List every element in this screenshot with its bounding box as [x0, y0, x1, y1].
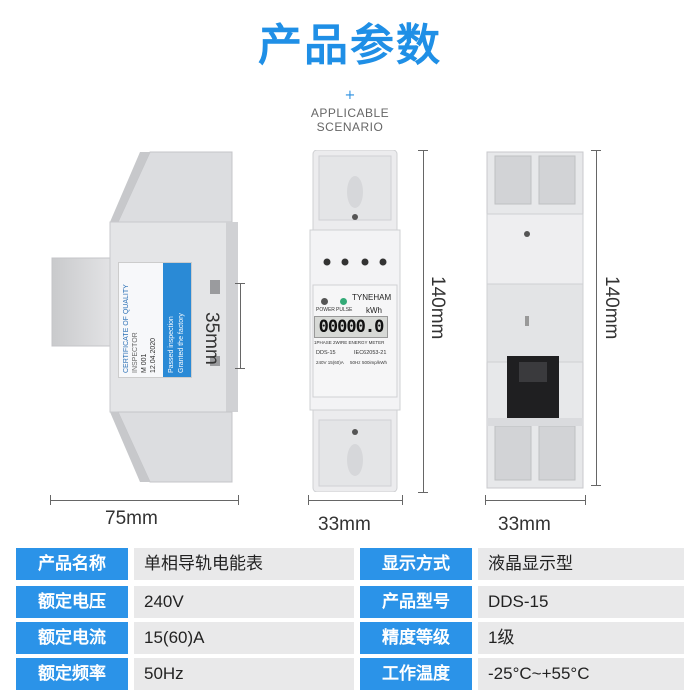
pulse-led-icon	[340, 298, 347, 305]
label-inspector: INSPECTOR	[132, 332, 139, 373]
side-width-tick-left	[50, 495, 51, 505]
back-width-line	[485, 500, 585, 501]
spec-value: 液晶显示型	[478, 548, 684, 580]
meter-model: DDS-15	[316, 350, 336, 356]
spec-value: 单相导轨电能表	[134, 548, 354, 580]
spec-value: 240V	[134, 586, 354, 618]
spec-key: 额定电流	[16, 622, 128, 654]
lcd-reading: 00000.0	[318, 317, 385, 337]
plus-icon: +	[344, 88, 356, 103]
side-depth-label: 35mm	[201, 312, 222, 365]
spec-value: 1级	[478, 622, 684, 654]
quality-label: CERTIFICATE OF QUALITY INSPECTOR M 001 1…	[118, 262, 192, 378]
spec-row: 产品名称 单相导轨电能表 显示方式 液晶显示型	[16, 548, 684, 580]
meter-constant: 500imp/kWh	[362, 360, 388, 365]
spec-value: 50Hz	[134, 658, 354, 690]
meter-unit: kWh	[366, 306, 382, 315]
label-passed: Passed inspection	[168, 316, 175, 373]
spec-value: 15(60)A	[134, 622, 354, 654]
front-height-label: 140mm	[427, 276, 448, 340]
label-code: M 001	[141, 353, 148, 373]
spec-row: 额定频率 50Hz 工作温度 -25°C~+55°C	[16, 658, 684, 690]
meter-standard: IEC62053-21	[354, 350, 387, 356]
back-width-label: 33mm	[498, 514, 551, 535]
spec-key: 额定电压	[16, 586, 128, 618]
back-height-line	[596, 150, 597, 485]
spec-key: 额定频率	[16, 658, 128, 690]
side-depth-line	[240, 283, 241, 368]
subtitle-line-2: SCENARIO	[316, 120, 384, 134]
front-height-tick-top	[418, 150, 428, 151]
subtitle: APPLICABLE SCENARIO	[250, 106, 450, 134]
back-height-label: 140mm	[601, 276, 622, 340]
side-depth-tick-top	[235, 283, 245, 284]
spec-value: -25°C~+55°C	[478, 658, 684, 690]
front-width-label: 33mm	[318, 514, 371, 535]
front-width-tick-left	[308, 495, 309, 505]
side-width-tick-right	[238, 495, 239, 505]
spec-row: 额定电流 15(60)A 精度等级 1级	[16, 622, 684, 654]
label-granted: Granted the factory	[178, 313, 185, 373]
back-height-tick-bottom	[591, 485, 601, 486]
spec-row: 额定电压 240V 产品型号 DDS-15	[16, 586, 684, 618]
subtitle-line-1: APPLICABLE	[310, 106, 390, 120]
spec-key: 工作温度	[360, 658, 472, 690]
front-width-line	[308, 500, 402, 501]
label-title: CERTIFICATE OF QUALITY	[123, 284, 130, 373]
spec-key: 精度等级	[360, 622, 472, 654]
front-height-line	[423, 150, 424, 492]
front-height-tick-bottom	[418, 492, 428, 493]
meter-type-text: 1PHASE 2WIRE ENERGY METER	[314, 340, 385, 345]
spec-value: DDS-15	[478, 586, 684, 618]
meter-frequency: 50Hz	[350, 360, 361, 365]
lcd-display: 00000.0	[314, 316, 388, 338]
label-date: 12.04.2020	[150, 337, 157, 373]
spec-key: 显示方式	[360, 548, 472, 580]
back-view-device	[486, 151, 584, 489]
meter-brand: TYNEHAM	[352, 293, 392, 302]
pulse-led-label: PULSE	[336, 307, 353, 313]
spec-key: 产品名称	[16, 548, 128, 580]
meter-rating: 240V 15(60)A	[316, 360, 344, 365]
back-width-tick-left	[485, 495, 486, 505]
spec-key: 产品型号	[360, 586, 472, 618]
back-width-tick-right	[585, 495, 586, 505]
side-depth-tick-bottom	[235, 368, 245, 369]
power-led-icon	[321, 298, 328, 305]
back-height-tick-top	[591, 150, 601, 151]
front-width-tick-right	[402, 495, 403, 505]
page-title: 产品参数	[258, 20, 442, 71]
side-width-label: 75mm	[105, 508, 158, 529]
power-led-label: POWER	[316, 307, 335, 313]
side-width-line	[50, 500, 238, 501]
